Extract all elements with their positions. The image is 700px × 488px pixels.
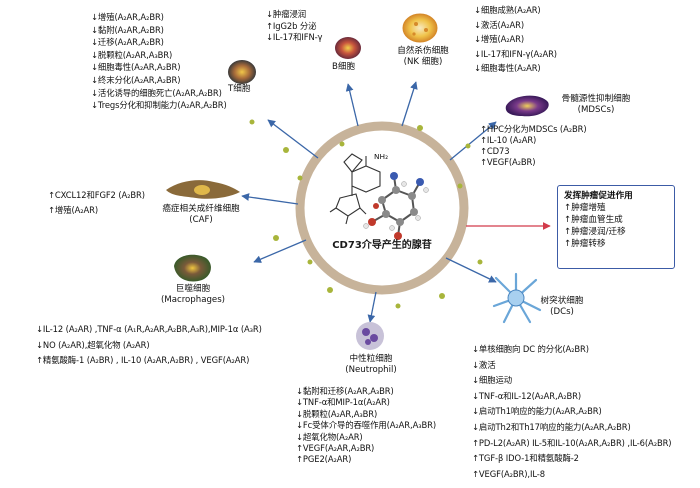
- caf-label: 癌症相关成纤维细胞 (CAF): [154, 204, 248, 225]
- tcell-effect: ↓黏附(A₂AR,A₂BR): [91, 24, 164, 35]
- tcell-effects-list: ↓增殖(A₂AR,A₂BR) ↓黏附(A₂AR,A₂BR) ↓迁移(A₂AR,A…: [91, 11, 227, 112]
- dc-effect: ↑TGF-β IDO-1和精氨酸酶-2: [472, 453, 579, 464]
- macrophage-label: 巨噬细胞 (Macrophages): [156, 284, 230, 305]
- arrow-to-dc: [445, 257, 497, 283]
- arrow-to-caf: [241, 193, 299, 205]
- dc-effect: ↓TNF-α和IL-12(A₂AR,A₂BR): [472, 390, 581, 401]
- arrow-to-mdsc: [449, 121, 497, 161]
- caf-effect: ↑增殖(A₂AR): [48, 205, 99, 215]
- nk-cell-icon: [402, 13, 438, 43]
- neutrophil-effect: ↓黏附和迁移(A₂AR,A₃BR): [296, 386, 394, 396]
- caf-effects-list: ↑CXCL12和FGF2 (A₂BR) ↑增殖(A₂AR): [48, 188, 145, 218]
- tcell-effect: ↓活化诱导的细胞死亡(A₂AR,A₂BR): [91, 87, 222, 98]
- mdsc-icon: [505, 95, 549, 117]
- mdsc-label: 骨髓源性抑制细胞 (MDSCs): [552, 94, 640, 115]
- tumor-effect: ↑肿瘤增殖: [564, 203, 606, 213]
- adenosine-dots: [249, 119, 483, 309]
- arrow-to-nk: [401, 81, 418, 127]
- mdsc-effects-list: ↑HPC分化为MDSCs (A₂BR) ↑IL-10 (A₂AR) ↑CD73 …: [480, 124, 587, 168]
- bcell-effects-list: ↓肿瘤浸润 ↑IgG2b 分泌 ↓IL-17和IFN-γ: [266, 9, 322, 44]
- nk-effects-list: ↓细胞成熟(A₂AR) ↓激活(A₂AR) ↓增殖(A₂AR) ↓IL-17和I…: [474, 3, 557, 76]
- neutrophil-label: 中性粒细胞 (Neutrophil): [334, 354, 408, 375]
- dc-label: 树突状细胞 (DCs): [534, 296, 590, 317]
- tumor-effect: ↑肿瘤浸润/迁移: [564, 227, 626, 237]
- neutrophil-effect: ↑VEGF(A₂AR,A₂BR): [296, 443, 375, 454]
- neutrophil-effects-list: ↓黏附和迁移(A₂AR,A₃BR) ↓TNF-α和MIP-1α(A₂AR) ↓脱…: [296, 386, 436, 466]
- bcell-label: B细胞: [332, 62, 356, 72]
- dc-effect: ↓细胞运动: [472, 375, 513, 386]
- adenosine-molecule-icon: [329, 153, 429, 240]
- macrophage-effect: ↑精氨酸酶-1 (A₂BR) , IL-10 (A₂AR,A₂BR) , VEG…: [36, 355, 250, 365]
- dc-effect: ↓单核细胞向 DC 的分化(A₂BR): [472, 344, 589, 354]
- neutrophil-sub: (Neutrophil): [345, 364, 397, 375]
- tumor-promotion-title: 发挥肿瘤促进作用: [564, 191, 633, 201]
- caf-icon: [166, 180, 240, 199]
- nk-label: 自然杀伤细胞 (NK 细胞): [396, 46, 450, 67]
- caf-name: 癌症相关成纤维细胞: [162, 204, 240, 214]
- dc-effects-list: ↓单核细胞向 DC 的分化(A₂BR) ↓激活 ↓细胞运动 ↓TNF-α和IL-…: [472, 342, 672, 482]
- t-cell-icon: [228, 60, 256, 84]
- arrow-to-tcell: [267, 119, 319, 159]
- tumor-effect: ↑肿瘤转移: [564, 239, 606, 249]
- macrophage-icon: [174, 254, 211, 282]
- tcell-effect: ↓终末分化(A₂AR,A₂BR): [91, 74, 181, 85]
- neutrophil-effect: ↓超氧化物(A₂AR): [296, 431, 363, 442]
- tumor-effect: ↑肿瘤血管生成: [564, 215, 623, 225]
- tcell-label: T细胞: [228, 84, 251, 94]
- nk-sub: (NK 细胞): [403, 56, 443, 67]
- central-ring: [295, 121, 469, 295]
- arrow-to-macrophage: [253, 239, 307, 263]
- nh2-label: NH₂: [374, 152, 389, 161]
- arrow-to-bcell: [345, 83, 359, 127]
- nk-name: 自然杀伤细胞: [397, 46, 449, 56]
- dc-name: 树突状细胞: [540, 296, 584, 306]
- dc-effect: ↑VEGF(A₂BR),IL-8: [472, 468, 545, 479]
- neutrophil-icon: [356, 322, 384, 350]
- mdsc-name: 骨髓源性抑制细胞: [561, 94, 631, 104]
- mdsc-effect: ↑VEGF(A₂BR): [480, 157, 536, 167]
- macrophage-name: 巨噬细胞: [175, 284, 211, 294]
- tumor-promotion-box: 发挥肿瘤促进作用 ↑肿瘤增殖 ↑肿瘤血管生成 ↑肿瘤浸润/迁移 ↑肿瘤转移: [557, 185, 675, 269]
- nk-effect: ↓激活(A₂AR): [474, 19, 525, 30]
- neutrophil-effect: ↓TNF-α和MIP-1α(A₂AR): [296, 397, 390, 408]
- nk-effect: ↓增殖(A₂AR): [474, 34, 525, 44]
- bcell-effect: ↑IgG2b 分泌: [266, 20, 317, 31]
- caf-effect: ↑CXCL12和FGF2 (A₂BR): [48, 190, 145, 200]
- tcell-effect: ↓细胞毒性(A₂AR,A₂BR): [91, 62, 181, 73]
- caf-sub: (CAF): [189, 214, 213, 225]
- dc-effect: ↓启动Th2和Th17响应的能力(A₂AR,A₂BR): [472, 421, 631, 432]
- macrophage-effect: ↓NO (A₂AR),超氧化物 (A₂AR): [36, 339, 150, 350]
- mdsc-sub: (MDSCs): [577, 104, 615, 115]
- neutrophil-effect: ↓脱颗粒(A₂AR,A₃BR): [296, 408, 378, 419]
- macrophage-sub: (Macrophages): [160, 294, 226, 305]
- tcell-effect: ↓迁移(A₂AR,A₂BR): [91, 37, 164, 48]
- dendritic-cell-icon: [492, 272, 542, 324]
- neutrophil-effect: ↑PGE2(A₂AR): [296, 454, 352, 465]
- mdsc-effect: ↑CD73: [480, 146, 510, 156]
- bcell-effect: ↓IL-17和IFN-γ: [266, 32, 323, 42]
- macrophage-effects-list: ↓IL-12 (A₂AR) ,TNF-α (A₁R,A₂AR,A₂BR,A₃R)…: [36, 322, 262, 369]
- neutrophil-effect: ↓Fc受体介导的吞噬作用(A₂AR,A₃BR): [296, 420, 436, 431]
- dc-effect: ↓启动Th1响应的能力(A₂AR,A₂BR): [472, 406, 602, 417]
- tcell-effect: ↓脱颗粒(A₂AR,A₃BR): [91, 49, 173, 60]
- center-label: CD73介导产生的腺苷: [332, 240, 432, 251]
- neutrophil-name: 中性粒细胞: [349, 354, 393, 364]
- tcell-effect: ↓增殖(A₂AR,A₂BR): [91, 12, 164, 22]
- bcell-effect: ↓肿瘤浸润: [266, 9, 307, 19]
- nk-effect: ↓细胞毒性(A₂AR): [474, 63, 541, 73]
- dc-effect: ↑PD-L2(A₂AR) IL-5和IL-10(A₂AR,A₂BR) ,IL-6…: [472, 437, 672, 448]
- tcell-effect: ↓Tregs分化和抑制能力(A₂AR,A₂BR): [91, 100, 227, 111]
- dc-effect: ↓激活: [472, 359, 496, 370]
- mdsc-effect: ↑HPC分化为MDSCs (A₂BR): [480, 124, 587, 134]
- macrophage-effect: ↓IL-12 (A₂AR) ,TNF-α (A₁R,A₂AR,A₂BR,A₃R)…: [36, 324, 262, 334]
- mdsc-effect: ↑IL-10 (A₂AR): [480, 135, 537, 145]
- dc-sub: (DCs): [550, 306, 574, 317]
- nk-effect: ↓细胞成熟(A₂AR): [474, 5, 541, 15]
- arrow-to-neutrophil: [367, 291, 377, 323]
- nk-effect: ↓IL-17和IFN-γ(A₂AR): [474, 48, 557, 59]
- b-cell-icon: [335, 37, 361, 59]
